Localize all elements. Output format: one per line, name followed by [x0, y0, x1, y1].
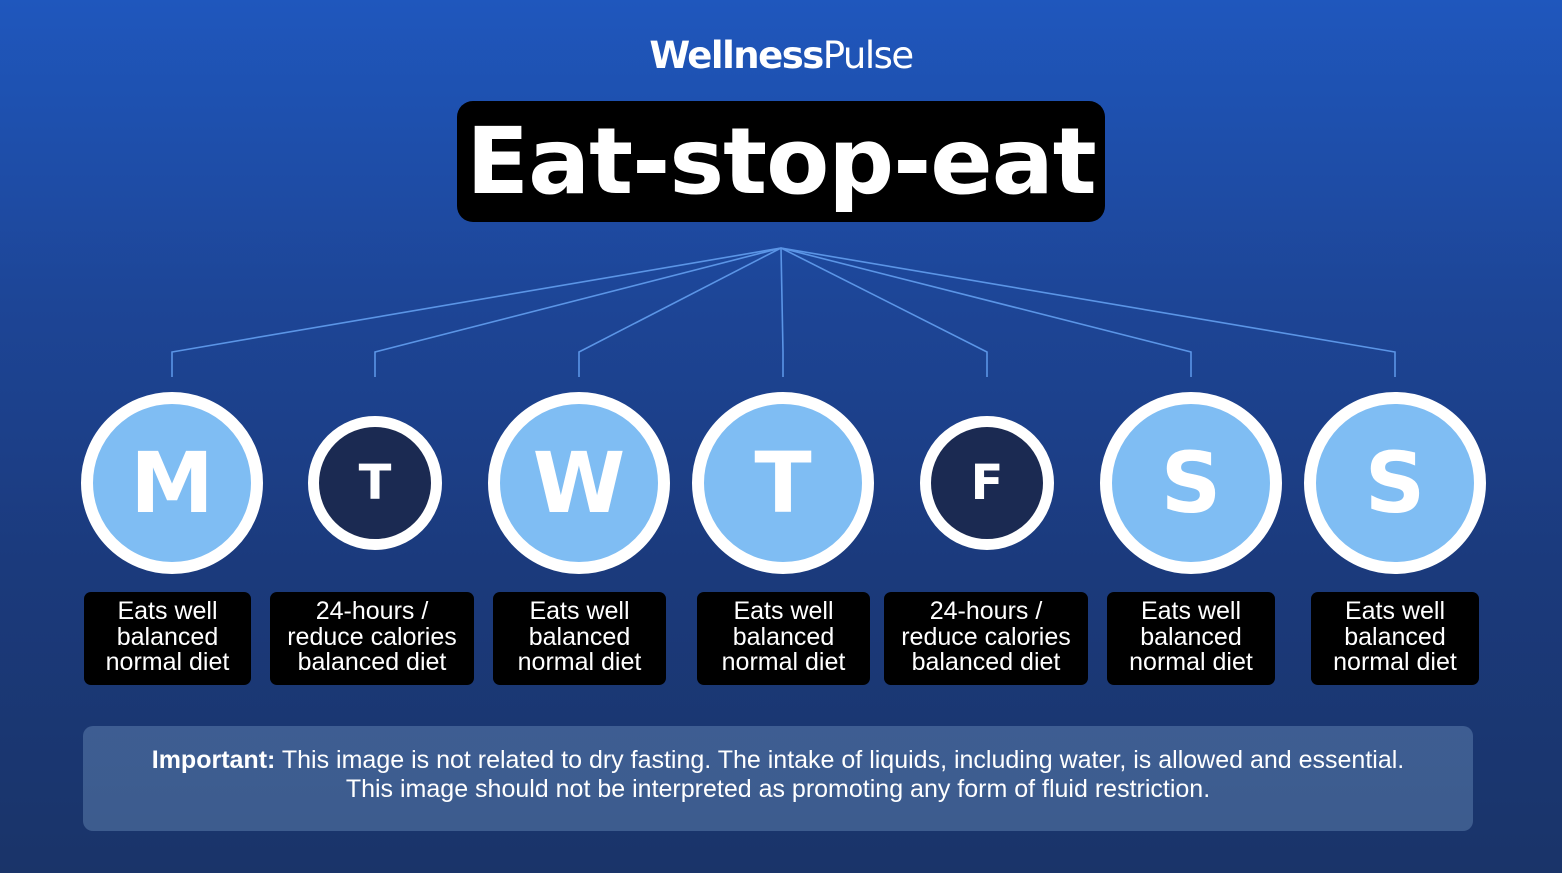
day-label-line: normal diet: [105, 648, 230, 676]
day-label-line: 24-hours /: [929, 597, 1043, 625]
day-label-line: balanced diet: [297, 648, 447, 676]
day-letter: T: [754, 434, 812, 532]
connector-line: [578, 247, 782, 377]
day-label-line: normal diet: [1129, 648, 1253, 676]
day-circle-6: S: [1100, 392, 1282, 574]
title-box: Eat-stop-eat: [457, 101, 1105, 222]
day-label-line: Eats well: [1344, 597, 1446, 625]
day-label-line: normal diet: [1333, 648, 1457, 676]
connector-line: [171, 247, 782, 377]
day-letter: T: [358, 455, 392, 511]
brand-name-light: Pulse: [822, 34, 914, 77]
important-notice: Important: This image is not related to …: [83, 726, 1473, 831]
day-circle-5: F: [920, 416, 1054, 550]
day-label-line: balanced: [732, 622, 835, 651]
day-letter: W: [532, 434, 626, 532]
day-label-line: Eats well: [529, 597, 630, 625]
notice-text: This image is not related to dry fasting…: [281, 746, 1405, 803]
day-label-line: normal diet: [517, 648, 642, 676]
day-label-line: 24-hours /: [315, 597, 429, 625]
day-label-line: balanced diet: [911, 648, 1061, 676]
day-letter: S: [1364, 434, 1426, 532]
connector-line: [780, 247, 988, 377]
day-letter: F: [970, 455, 1004, 511]
connector-line: [374, 247, 782, 377]
day-label-line: reduce calories: [901, 622, 1071, 651]
brand-logo: WellnessPulse: [0, 30, 1562, 82]
day-letter: S: [1160, 434, 1222, 532]
day-label-line: Eats well: [1140, 597, 1242, 625]
brand-name-bold: Wellness: [649, 34, 824, 77]
day-label-line: balanced: [116, 622, 219, 651]
day-circle-4: T: [692, 392, 874, 574]
day-circle-2: T: [308, 416, 442, 550]
day-label-line: balanced: [1140, 622, 1242, 651]
page-title: Eat-stop-eat: [466, 108, 1097, 215]
connector-line: [780, 247, 1396, 377]
day-letter: M: [130, 434, 214, 532]
day-label-line: normal diet: [721, 648, 846, 676]
day-circle-7: S: [1304, 392, 1486, 574]
day-label-line: Eats well: [733, 597, 834, 625]
day-label-line: Eats well: [117, 597, 218, 625]
day-label-line: reduce calories: [287, 622, 457, 651]
day-circle-1: M: [81, 392, 263, 574]
day-circle-3: W: [488, 392, 670, 574]
notice-label: Important:: [151, 746, 276, 774]
connector-line: [780, 247, 784, 377]
day-label-line: balanced: [1344, 622, 1446, 651]
day-label-line: balanced: [528, 622, 631, 651]
connector-line: [780, 247, 1192, 377]
